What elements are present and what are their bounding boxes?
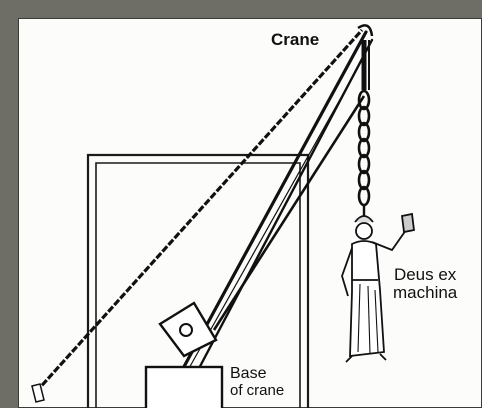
deus-ex-machina-label-line1: Deus ex [393, 265, 457, 284]
base-of-crane-label-line2: of crane [230, 381, 285, 399]
deus-ex-machina-label-line2: machina [393, 282, 458, 302]
rope-icon [31, 28, 364, 403]
pulley-block-icon [158, 301, 218, 358]
actor-figure-icon [341, 212, 415, 363]
base-of-crane-label-line1: Base [230, 365, 267, 382]
stage-frame-icon [86, 153, 310, 408]
base-of-crane-label: Base of crane [230, 365, 285, 399]
crane-arm [212, 95, 366, 331]
crane-base-block-icon [144, 365, 224, 408]
crane-boom-icon [178, 30, 374, 376]
chain-icon [357, 24, 374, 216]
diagram-canvas: Crane Deus ex machina Base of crane [18, 18, 482, 408]
deus-ex-machina-label: Deus ex machina [393, 266, 457, 302]
crane-label: Crane [271, 30, 320, 49]
crane-diagram [31, 24, 415, 408]
